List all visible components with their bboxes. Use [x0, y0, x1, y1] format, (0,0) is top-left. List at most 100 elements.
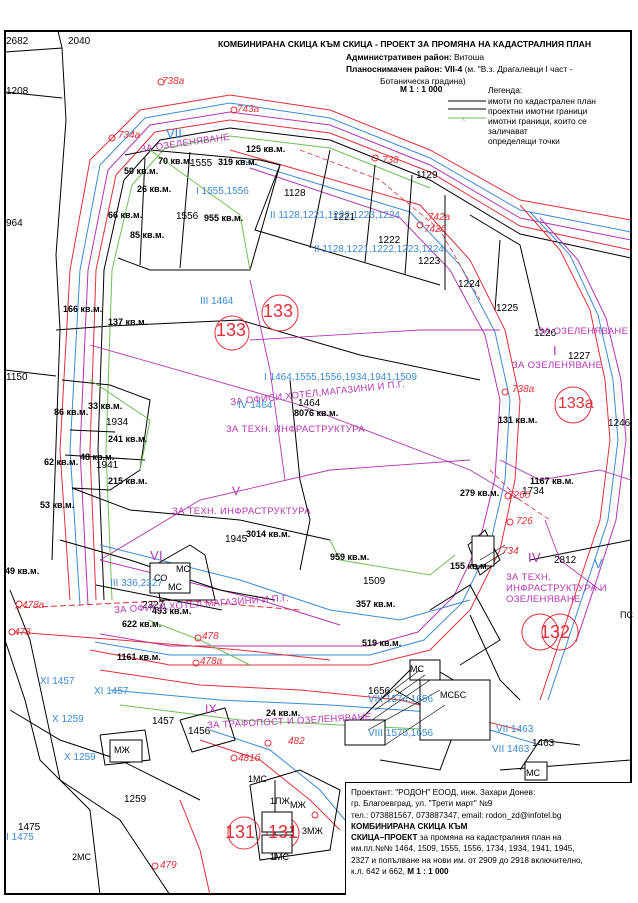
- legend-item-points: определящи точки: [488, 136, 560, 146]
- lot-label: VII: [166, 126, 182, 141]
- lot-label: XI 1457: [40, 676, 75, 687]
- scale: М 1 : 1 000: [400, 84, 443, 94]
- lot-label: I 1555,1556: [196, 186, 249, 197]
- district-label: Административен район:: [346, 52, 452, 62]
- area-label: 319 кв.м.: [218, 157, 258, 167]
- area-label: 8076 кв.м.: [294, 408, 339, 418]
- title-block: Проектант: "РОДОН" ЕООД, инж. Захари Дон…: [345, 782, 632, 895]
- area-label: 622 кв.м.: [122, 619, 162, 629]
- lot-label: V: [232, 484, 241, 498]
- point-label: 479: [160, 860, 177, 871]
- project-line: СКИЦА–ПРОЕКТ за промяна на кадастралния …: [351, 832, 627, 843]
- area-label: 955 кв.м.: [204, 213, 244, 223]
- area-label: 279 кв.м.: [460, 488, 500, 498]
- area-label: 3014 кв.м.: [246, 529, 291, 539]
- point-label: 738а: [162, 76, 185, 87]
- project-line-bold: СКИЦА–ПРОЕКТ: [351, 833, 418, 843]
- map-title: КОМБИНИРАНА СКИЦА КЪМ СКИЦА - ПРОЕКТ ЗА …: [218, 39, 592, 49]
- parcel-number: 1941: [96, 460, 119, 471]
- parcel-number: 1555: [190, 158, 213, 169]
- parcel-number: 1456: [188, 726, 211, 737]
- parcel-number: 2327: [142, 600, 165, 611]
- sheet-value-rest: (м. "В.з. Драгалевци I част -: [464, 64, 573, 74]
- area-label: 48 кв.м.: [80, 452, 115, 462]
- district-line: Административен район: Витоша: [346, 52, 484, 62]
- purpose-label: ЗА ТЕХН. ИНФРАСТРУКТУРА: [172, 506, 311, 517]
- parcel-lines: [9, 149, 631, 861]
- buildings: [109, 535, 548, 854]
- area-label: 86 кв.м.: [54, 407, 89, 417]
- block-number: 133: [263, 301, 294, 321]
- area-label: 70 кв.м.: [158, 156, 193, 166]
- lot-label: IV 1464: [238, 400, 273, 411]
- lot-label: X 1259: [64, 752, 96, 763]
- area-label: 493 кв.м.: [152, 606, 192, 616]
- lot-label: VII 1463: [492, 744, 530, 755]
- parcel-number: 1225: [496, 303, 519, 314]
- area-label: 131 кв.м.: [498, 415, 538, 425]
- parcel-number: 1129: [416, 170, 438, 181]
- parcel-number: 1208: [6, 86, 29, 97]
- point-label: 478а: [200, 656, 223, 667]
- parcel-number: 1227: [568, 351, 591, 362]
- building-label: МС: [526, 768, 540, 778]
- sheet-value-bold: VII-4: [444, 64, 463, 74]
- building-label: СО: [154, 573, 168, 583]
- area-label: 137 кв.м.: [108, 317, 148, 327]
- parcel-number: 1509: [363, 576, 386, 587]
- project-boundaries: [89, 279, 631, 591]
- point-label: 478: [202, 631, 219, 642]
- point-label: 743а: [237, 104, 260, 115]
- block-number: 133: [216, 320, 247, 340]
- point-label: 738: [382, 155, 399, 166]
- building-label: МЖ: [114, 745, 130, 755]
- svg-text:ᵡ: ᵡ: [462, 115, 465, 124]
- purpose-label: ЗА ТЕХН. ИНФРАСТРУКТУРА: [226, 424, 365, 435]
- purpose-label: ЗА ОЗЕЛЕНЯВАНЕ: [538, 326, 629, 337]
- sheet-line: Планоснимачен район: VII-4 (м. "В.з. Дра…: [346, 64, 572, 74]
- lot-label: VIII 1575,1656: [368, 728, 434, 739]
- map-frame: [4, 30, 632, 895]
- parcel-number: 1224: [458, 279, 481, 290]
- parcel-number: 1223: [418, 256, 441, 267]
- point-label: 742б: [424, 224, 447, 235]
- area-label: 50 кв.м.: [124, 166, 159, 176]
- area-label: 959 кв.м.: [330, 552, 370, 562]
- outer-parcel-lines: [5, 31, 170, 894]
- lot-label: II 1128,1221,1222,1223,1224: [270, 210, 400, 221]
- legend-item-erased-1: имотни граници, които се: [488, 116, 587, 126]
- building-label: 1МС: [248, 774, 268, 784]
- legend-item-cadastral: имоти по кадастрален план: [488, 96, 596, 106]
- lot-label: VIII 1574,1656: [368, 694, 434, 705]
- sheets-line-rest: к.л. 642 и 662,: [351, 867, 405, 877]
- point-label: 742а: [428, 212, 451, 223]
- area-label: 241 кв.м.: [108, 434, 148, 444]
- area-label: 85 кв.м.: [130, 230, 165, 240]
- parcel-number: 1734: [522, 486, 545, 497]
- area-label: 1167 кв.м.: [530, 476, 574, 486]
- point-label: 478: [14, 627, 31, 638]
- point-label: 734а: [118, 130, 141, 141]
- road-corridor: [59, 94, 631, 606]
- lot-label: IV: [528, 550, 541, 565]
- building-label: МЖ: [290, 800, 306, 810]
- parcel-number: 1556: [176, 211, 199, 222]
- parcel-number: 1221: [333, 212, 356, 223]
- parcel-number: 964: [6, 218, 23, 229]
- lot-label: VI: [150, 548, 163, 563]
- area-label: 155 кв.м.: [450, 561, 490, 571]
- point-label: 734: [502, 546, 519, 557]
- area-label: 26 кв.м.: [137, 184, 172, 194]
- purpose-label: ЗА ТЕХН. ИНФРАСТРУКТУРА И ОЗЕЛЕНЯВАНЕ: [506, 572, 607, 605]
- sheets-line-scale: М 1 : 1 000: [407, 867, 449, 877]
- red-dashed-lines: [299, 149, 551, 521]
- point-label: 482: [288, 736, 305, 747]
- address-line: гр. Благоевград, ул. "Трети март" №9: [351, 799, 493, 809]
- sheet-value-line2: Ботаническа градина): [380, 76, 466, 86]
- parcel-number: 1656: [368, 686, 391, 697]
- building-label: МС: [168, 582, 182, 592]
- new-parcels-line: 2327 и попълване на нови им. от 2909 до …: [351, 855, 583, 865]
- area-label: 33 кв.м.: [88, 401, 123, 411]
- area-label: 1161 кв.м.: [117, 652, 161, 662]
- point-label: 738а: [512, 384, 535, 395]
